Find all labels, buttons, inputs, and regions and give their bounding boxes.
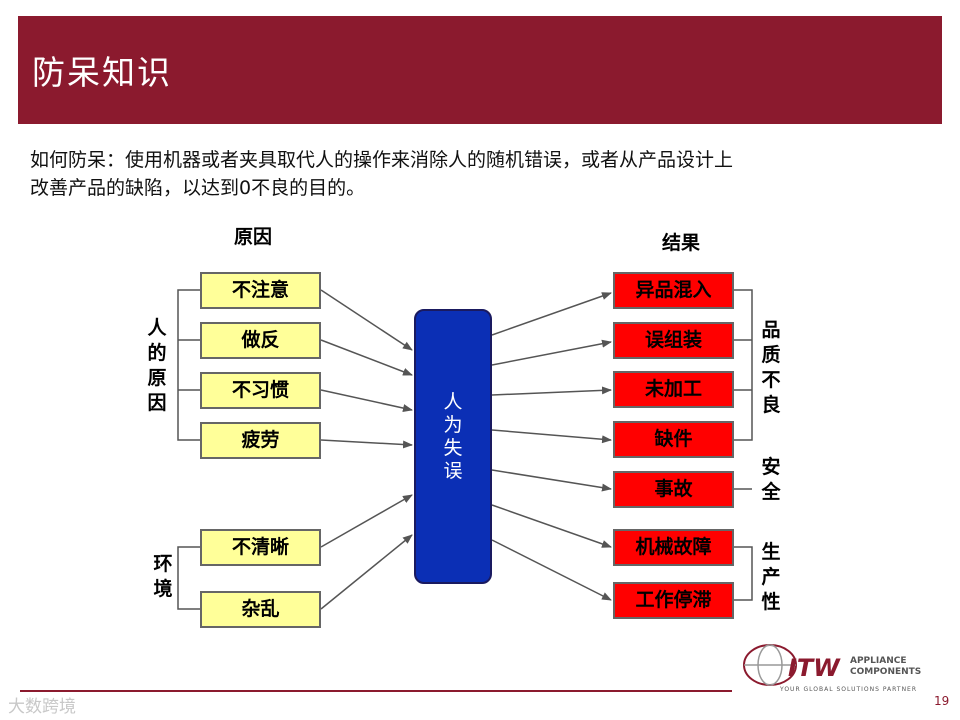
page-title: 防呆知识 [32,53,172,92]
cause-box: 疲劳 [200,422,321,459]
effect-box: 缺件 [613,421,734,458]
intro-line-2: 改善产品的缺陷，以达到0不良的目的。 [30,177,366,199]
page-number: 19 [934,694,950,708]
cause-box: 做反 [200,322,321,359]
human-bracket [177,289,200,441]
logo-itw: ITW [788,654,840,682]
env-bracket [177,546,200,610]
env-group-label: 环境 [153,553,173,600]
watermark: 大数跨境 [8,697,76,717]
intro-line-1: 如何防呆：使用机器或者夹具取代人的操作来消除人的随机错误，或者从产品设计上 [30,149,734,171]
footer-divider [20,690,732,692]
cause-heading: 原因 [234,226,273,248]
intro-text: 如何防呆：使用机器或者夹具取代人的操作来消除人的随机错误，或者从产品设计上 改善… [30,146,930,202]
effect-box: 机械故障 [613,529,734,566]
cause-box: 不注意 [200,272,321,309]
itw-logo: ITW APPLIANCE COMPONENTS YOUR GLOBAL SOL… [740,638,930,698]
quality-bracket [734,289,753,441]
effect-box: 事故 [613,471,734,508]
effect-box: 误组装 [613,322,734,359]
effect-box: 异品混入 [613,272,734,309]
safety-group-label: 安全 [761,456,781,503]
globe-icon [743,644,797,686]
cause-box: 不习惯 [200,372,321,409]
production-group-label: 生产性 [761,541,781,613]
logo-tagline: YOUR GLOBAL SOLUTIONS PARTNER [780,686,918,693]
center-node: 人为失误 [414,309,492,584]
logo-company: APPLIANCE COMPONENTS [850,656,922,677]
cause-box: 杂乱 [200,591,321,628]
center-label: 人为失误 [443,391,463,482]
effect-box: 未加工 [613,371,734,408]
quality-group-label: 品质不良 [761,319,781,416]
effect-box: 工作停滞 [613,582,734,619]
production-bracket [734,546,753,601]
result-heading: 结果 [662,232,701,254]
cause-box: 不清晰 [200,529,321,566]
human-group-label: 人的原因 [147,317,167,414]
title-bar: 防呆知识 [18,16,942,124]
